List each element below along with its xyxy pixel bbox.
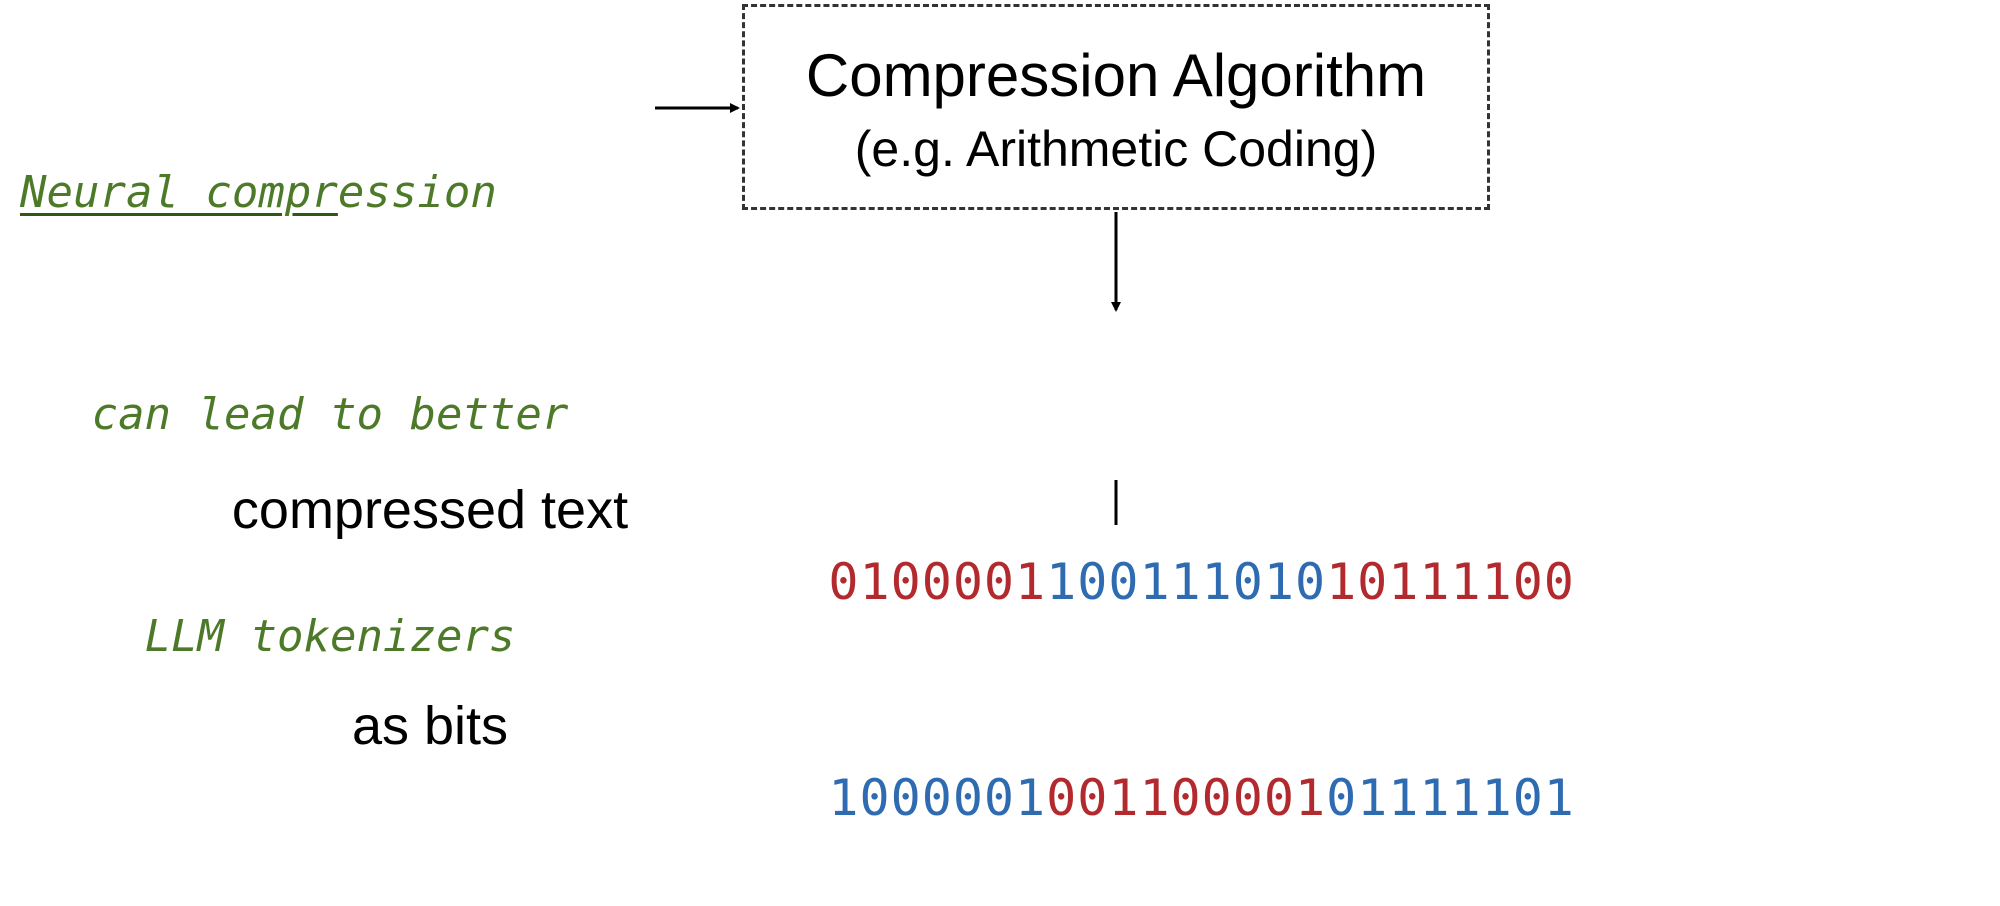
- compressed-text-label: compressed text as bits: [150, 330, 710, 834]
- note-underlined-text: Neural compr: [20, 167, 338, 218]
- algorithm-subtitle: (e.g. Arithmetic Coding): [854, 121, 1378, 177]
- note-line-1: Neural compression: [10, 156, 650, 230]
- bits-segment: 100111010: [1046, 553, 1327, 611]
- bits-segment: 1000001: [828, 769, 1047, 827]
- bits-row-2: 100000100110000101111101: [704, 690, 1575, 827]
- bits-row-1: 010000110011101010111100: [704, 474, 1575, 611]
- compressed-label-line-1: compressed text: [231, 480, 629, 540]
- bits-segment: 01111101: [1326, 769, 1575, 827]
- compressed-bits: 010000110011101010111100 100000100110000…: [704, 330, 1575, 834]
- bits-segment: 0100001: [828, 553, 1047, 611]
- bits-segment: 10111100: [1326, 553, 1575, 611]
- compression-algorithm-box: Compression Algorithm (e.g. Arithmetic C…: [742, 4, 1490, 210]
- algorithm-title: Compression Algorithm: [805, 42, 1427, 109]
- note-line-1-rest: ession: [337, 167, 497, 218]
- compressed-label-line-2: as bits: [351, 696, 509, 756]
- bits-segment: 001100001: [1046, 769, 1327, 827]
- note-line-2: can lead to better: [91, 389, 569, 440]
- diagram-arrows: [655, 103, 1121, 525]
